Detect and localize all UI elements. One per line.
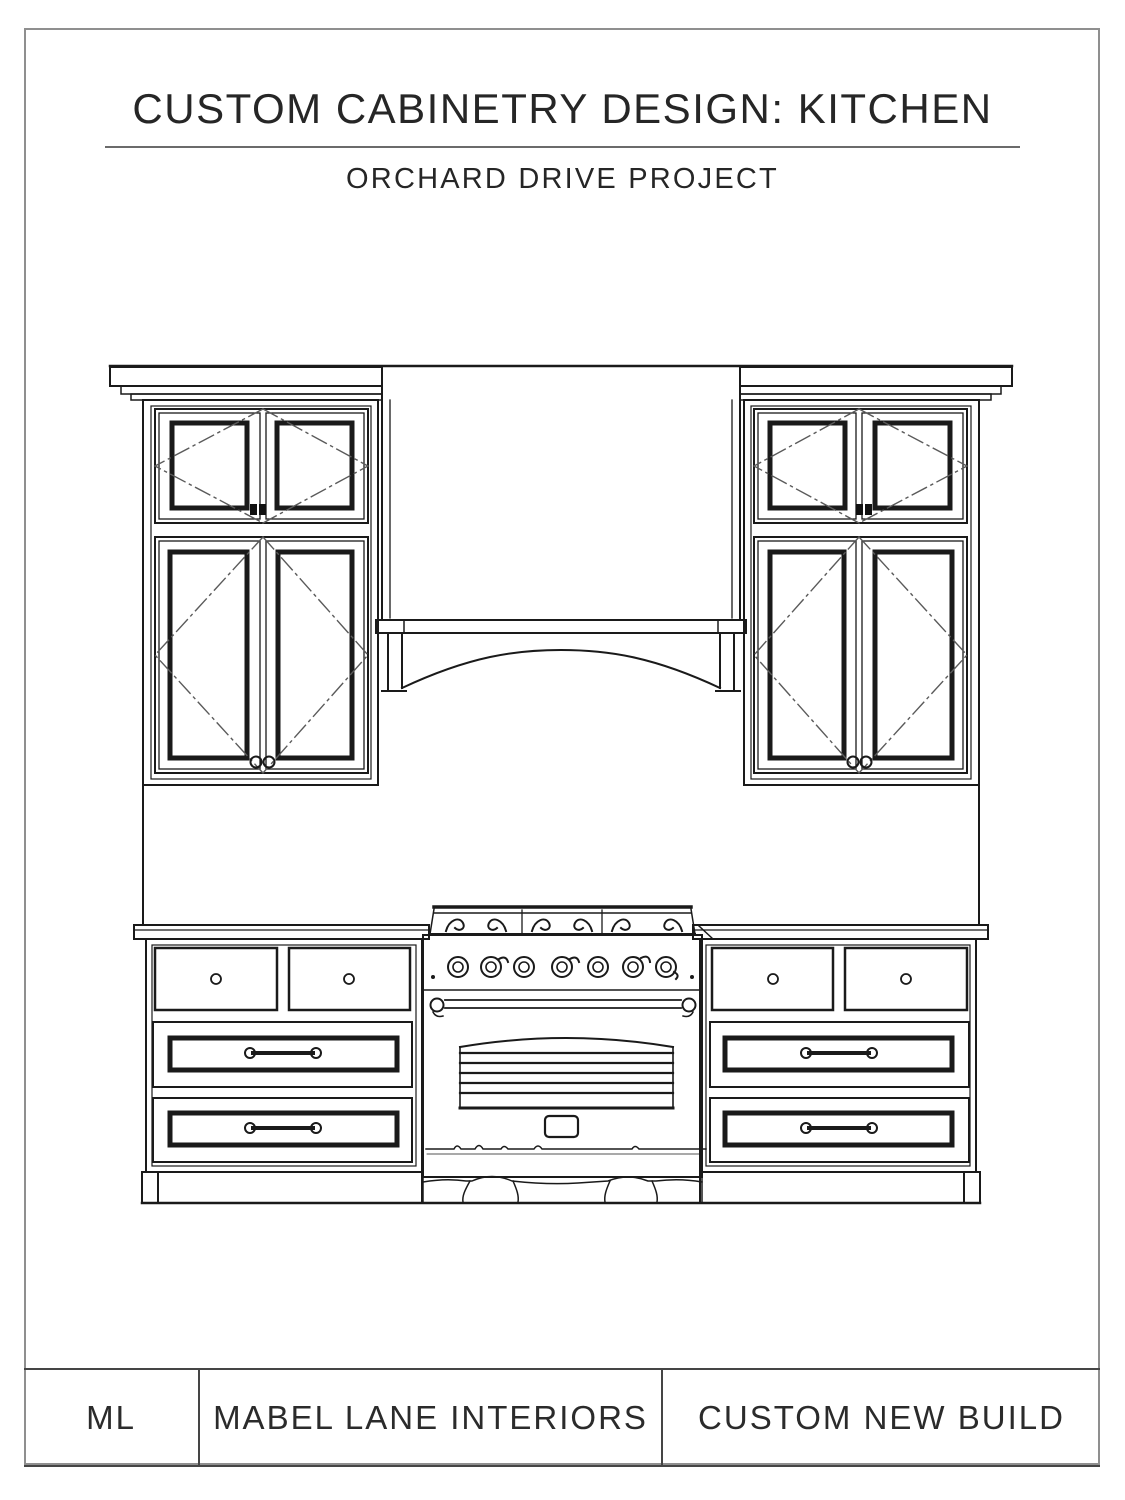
oven-badge	[543, 1114, 580, 1139]
title-block-project: CUSTOM NEW BUILD	[661, 1370, 1100, 1465]
drawer-pull	[244, 1122, 322, 1134]
door-seam	[425, 1144, 707, 1150]
countertop	[133, 924, 430, 940]
page-title: CUSTOM CABINETRY DESIGN: KITCHEN	[132, 85, 993, 132]
burner-grates	[429, 905, 696, 935]
page-border	[24, 28, 1100, 1465]
door-swing-lines	[154, 536, 369, 774]
hood-arch	[400, 648, 722, 690]
title-block: ML MABEL LANE INTERIORS CUSTOM NEW BUILD	[24, 1368, 1100, 1467]
range-hood	[375, 366, 747, 692]
crown-moulding	[109, 366, 383, 401]
title-block-firm: MABEL LANE INTERIORS	[198, 1370, 661, 1465]
control-knobs	[422, 955, 703, 991]
base-drawer-cabinet	[141, 938, 423, 1204]
oven-vent-louvers	[458, 1037, 675, 1110]
range-feet	[422, 1175, 703, 1203]
range	[422, 905, 715, 1204]
page-subtitle: ORCHARD DRIVE PROJECT	[346, 163, 779, 195]
drawer-pull	[244, 1047, 322, 1059]
title-block-logo: ML	[86, 1398, 136, 1436]
side-assembly-left	[109, 366, 430, 1204]
upper-cabinet	[142, 399, 379, 786]
door-swing-lines	[153, 408, 370, 524]
title-rule	[105, 146, 1020, 148]
oven-handle	[429, 997, 697, 1018]
